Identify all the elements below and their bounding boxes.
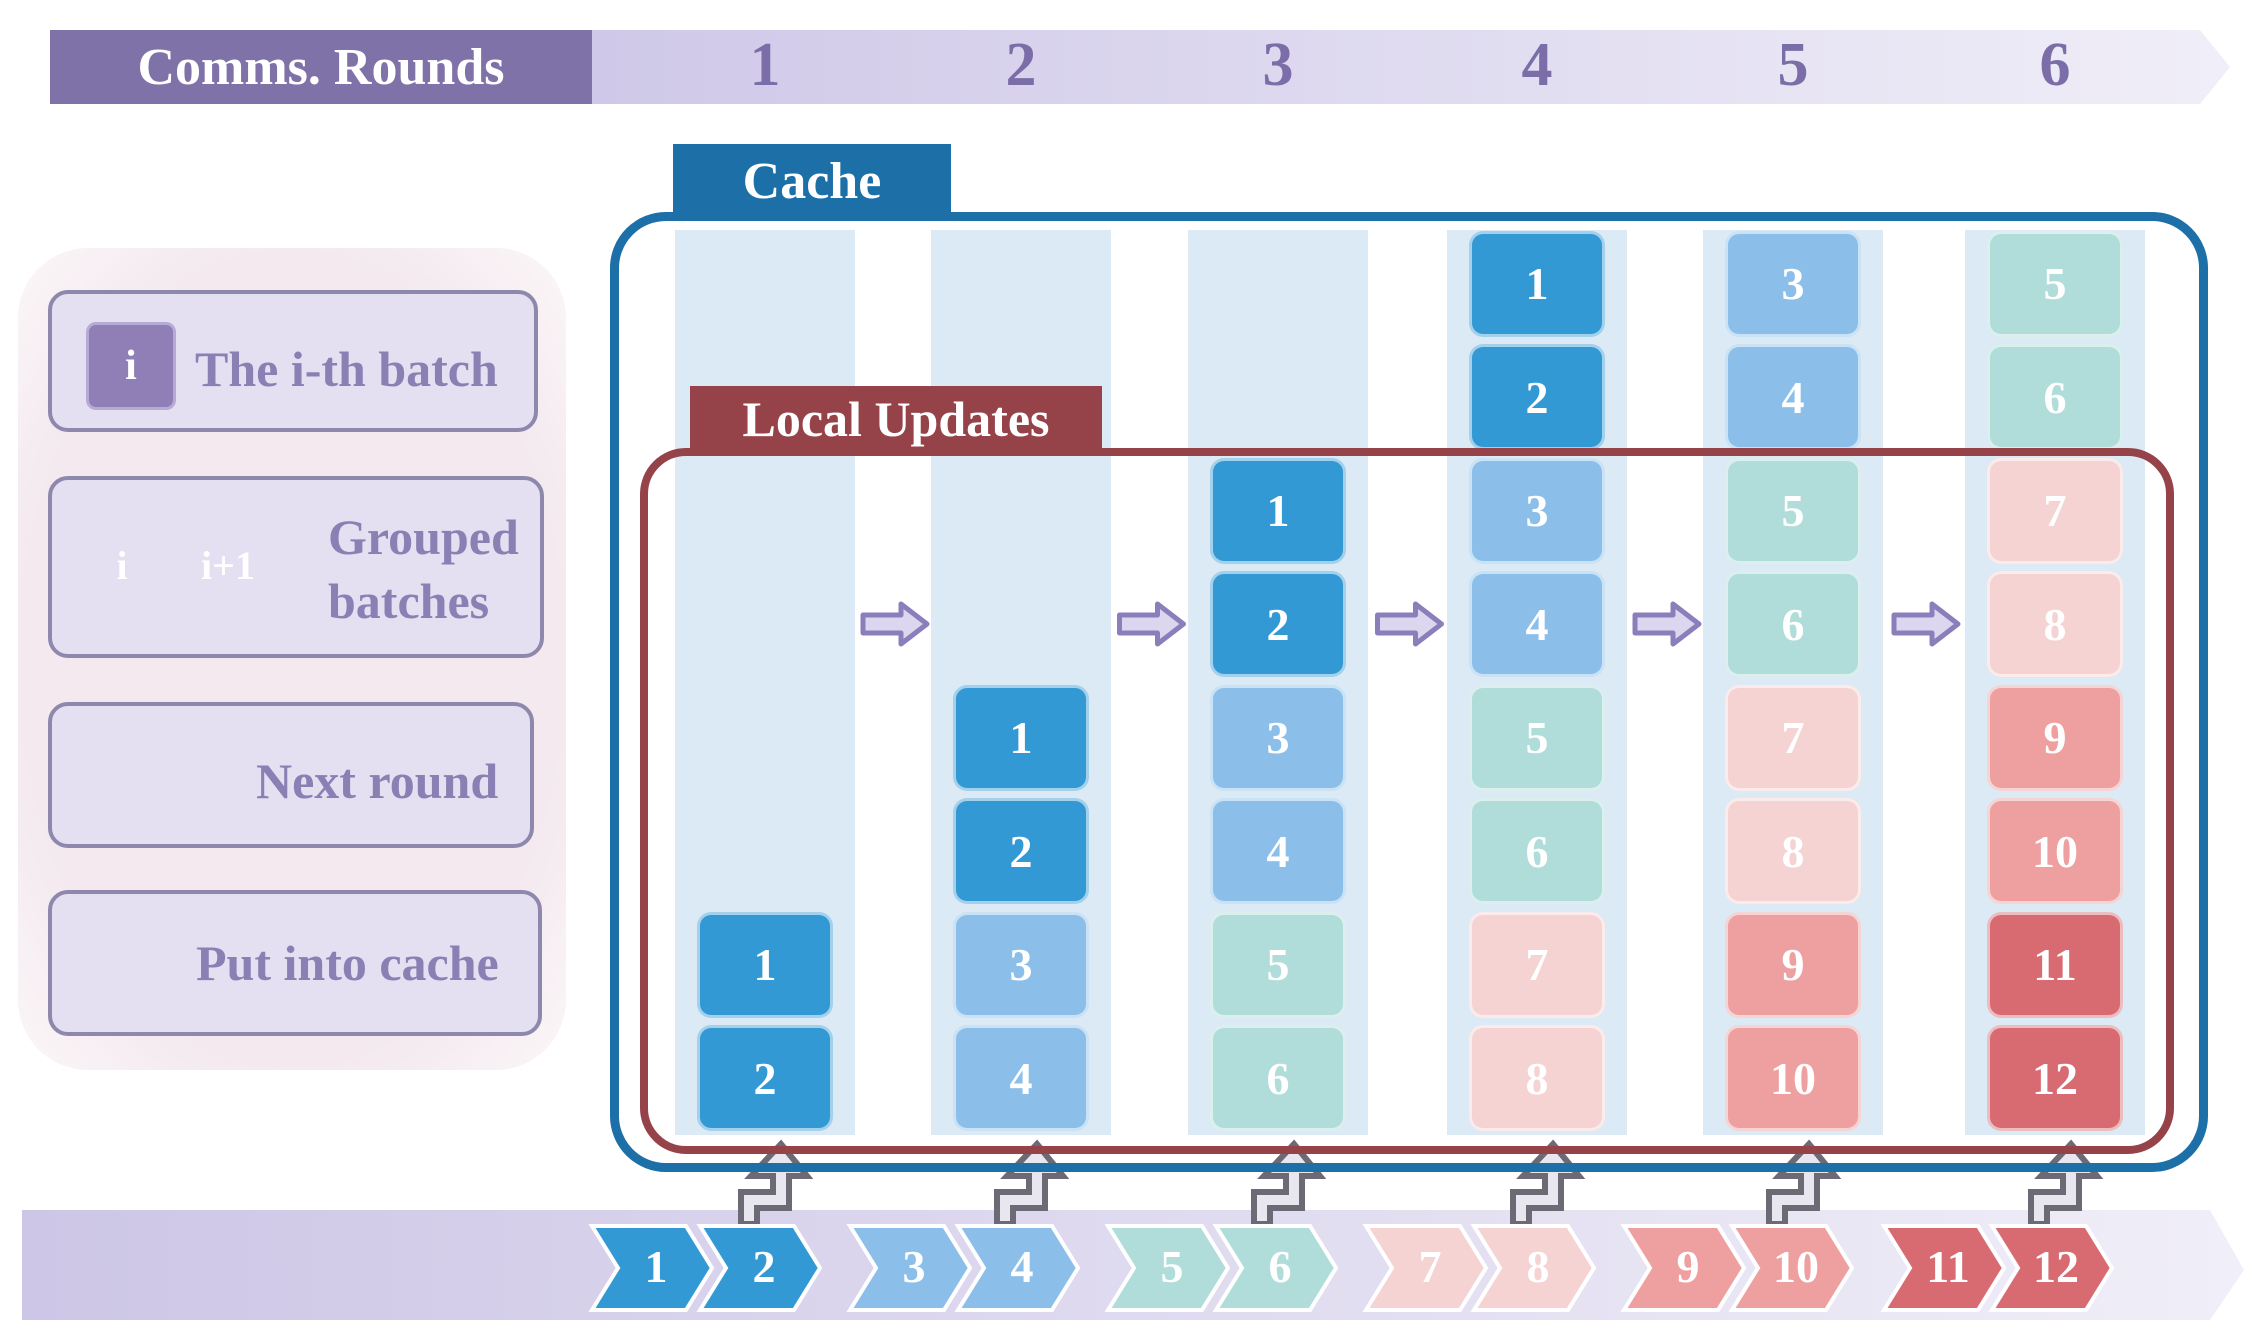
incoming-batch-chevron	[1104, 1224, 1231, 1312]
next-round-arrow	[1117, 601, 1186, 647]
legend-grouped-symbol-a: i	[116, 543, 128, 588]
round-number: 2	[1005, 31, 1037, 99]
round-number: 3	[1262, 31, 1294, 99]
round-number: 1	[749, 31, 781, 99]
legend-put-into-cache-text: Put into cache	[196, 935, 499, 991]
incoming-batch-label: 12	[2033, 1241, 2079, 1292]
batch-block: 7	[1469, 911, 1605, 1018]
incoming-batch-label: 10	[1773, 1241, 1819, 1292]
batch-block: 8	[1469, 1025, 1605, 1131]
round-number: 4	[1521, 31, 1553, 99]
incoming-batch-chevron	[1362, 1224, 1489, 1312]
batch-block: 1	[697, 911, 833, 1018]
batch-block: 6	[1210, 1025, 1346, 1131]
batch-block: 4	[1469, 571, 1605, 677]
next-round-arrow	[1375, 601, 1444, 647]
incoming-batch-label: 7	[1418, 1241, 1442, 1292]
incoming-batch-label: 6	[1268, 1241, 1292, 1292]
incoming-batch-label: 9	[1676, 1241, 1700, 1292]
batch-block: 1	[1469, 230, 1605, 337]
incoming-batch-chevron	[1470, 1224, 1597, 1312]
batch-block: 4	[1725, 344, 1861, 450]
incoming-batch-chevron	[846, 1224, 973, 1312]
batch-block: 4	[1210, 798, 1346, 904]
next-round-arrow	[860, 601, 930, 647]
batch-block: 3	[1469, 457, 1605, 564]
batch-block: 11	[1987, 911, 2123, 1018]
legend-grouped-symbol-b: i+1	[201, 543, 255, 588]
local-updates-frame	[640, 448, 2174, 1154]
legend-grouped-text-2: batches	[328, 573, 490, 629]
incoming-batch-label: 2	[752, 1241, 776, 1292]
batch-block: 7	[1725, 684, 1861, 791]
incoming-batch-chevron	[1212, 1224, 1339, 1312]
legend-item-put-into-cache	[48, 890, 542, 1036]
incoming-batch-chevron	[588, 1224, 715, 1312]
batch-block: 5	[1469, 684, 1605, 791]
rounds-label-bg	[50, 30, 592, 104]
cache-frame	[610, 212, 2208, 1172]
batch-block: 8	[1725, 798, 1861, 904]
batch-block: 6	[1987, 344, 2123, 450]
cache-label: Cache	[673, 144, 951, 218]
incoming-batch-chevron	[1880, 1224, 2007, 1312]
incoming-batch-label: 8	[1526, 1241, 1550, 1292]
batch-block: 8	[1987, 571, 2123, 677]
legend-grouped-text-1: Grouped	[328, 509, 519, 565]
batch-block: 5	[1987, 230, 2123, 337]
legend-batch-text: The i-th batch	[195, 341, 498, 397]
legend-item-grouped	[48, 476, 544, 658]
batch-block: 1	[953, 684, 1089, 791]
batch-block: 3	[1210, 684, 1346, 791]
rounds-label: Comms. Rounds	[137, 38, 505, 96]
rounds-arrow-band	[590, 30, 2230, 104]
batch-block: 7	[1987, 457, 2123, 564]
incoming-batch-label: 5	[1160, 1241, 1184, 1292]
batch-block: 10	[1725, 1025, 1861, 1131]
batch-block: 6	[1725, 571, 1861, 677]
batch-block: 12	[1987, 1025, 2123, 1131]
round-number: 6	[2039, 31, 2071, 99]
batch-block: 1	[1210, 457, 1346, 564]
next-round-arrow	[1891, 601, 1961, 647]
batch-block: 3	[1725, 230, 1861, 337]
incoming-batch-label: 4	[1010, 1241, 1034, 1292]
incoming-batch-label: 1	[644, 1241, 668, 1292]
incoming-batch-chevron	[1988, 1224, 2115, 1312]
batch-block: 2	[953, 798, 1089, 904]
incoming-batch-chevron	[1620, 1224, 1747, 1312]
batch-block: 9	[1725, 911, 1861, 1018]
incoming-batch-label: 11	[1926, 1241, 1970, 1292]
incoming-batch-label: 3	[902, 1241, 926, 1292]
batch-block: 3	[953, 911, 1089, 1018]
legend-batch-chip: i	[86, 322, 176, 410]
batch-block: 2	[697, 1025, 833, 1131]
batch-block: 10	[1987, 798, 2123, 904]
batch-block: 2	[1210, 571, 1346, 677]
incoming-batch-chevron	[954, 1224, 1081, 1312]
batch-block: 6	[1469, 798, 1605, 904]
batch-block: 4	[953, 1025, 1089, 1131]
batch-block: 9	[1987, 684, 2123, 791]
legend-next-round-text: Next round	[256, 753, 499, 809]
incoming-batch-chevron	[696, 1224, 823, 1312]
local-updates-label: Local Updates	[690, 386, 1102, 452]
batch-block: 5	[1725, 457, 1861, 564]
legend-panel-bg	[18, 248, 566, 1070]
incoming-batch-chevron	[1728, 1224, 1855, 1312]
legend-item-next-round	[48, 702, 534, 848]
next-round-arrow	[1632, 601, 1702, 647]
round-number: 5	[1777, 31, 1809, 99]
batch-block: 5	[1210, 911, 1346, 1018]
